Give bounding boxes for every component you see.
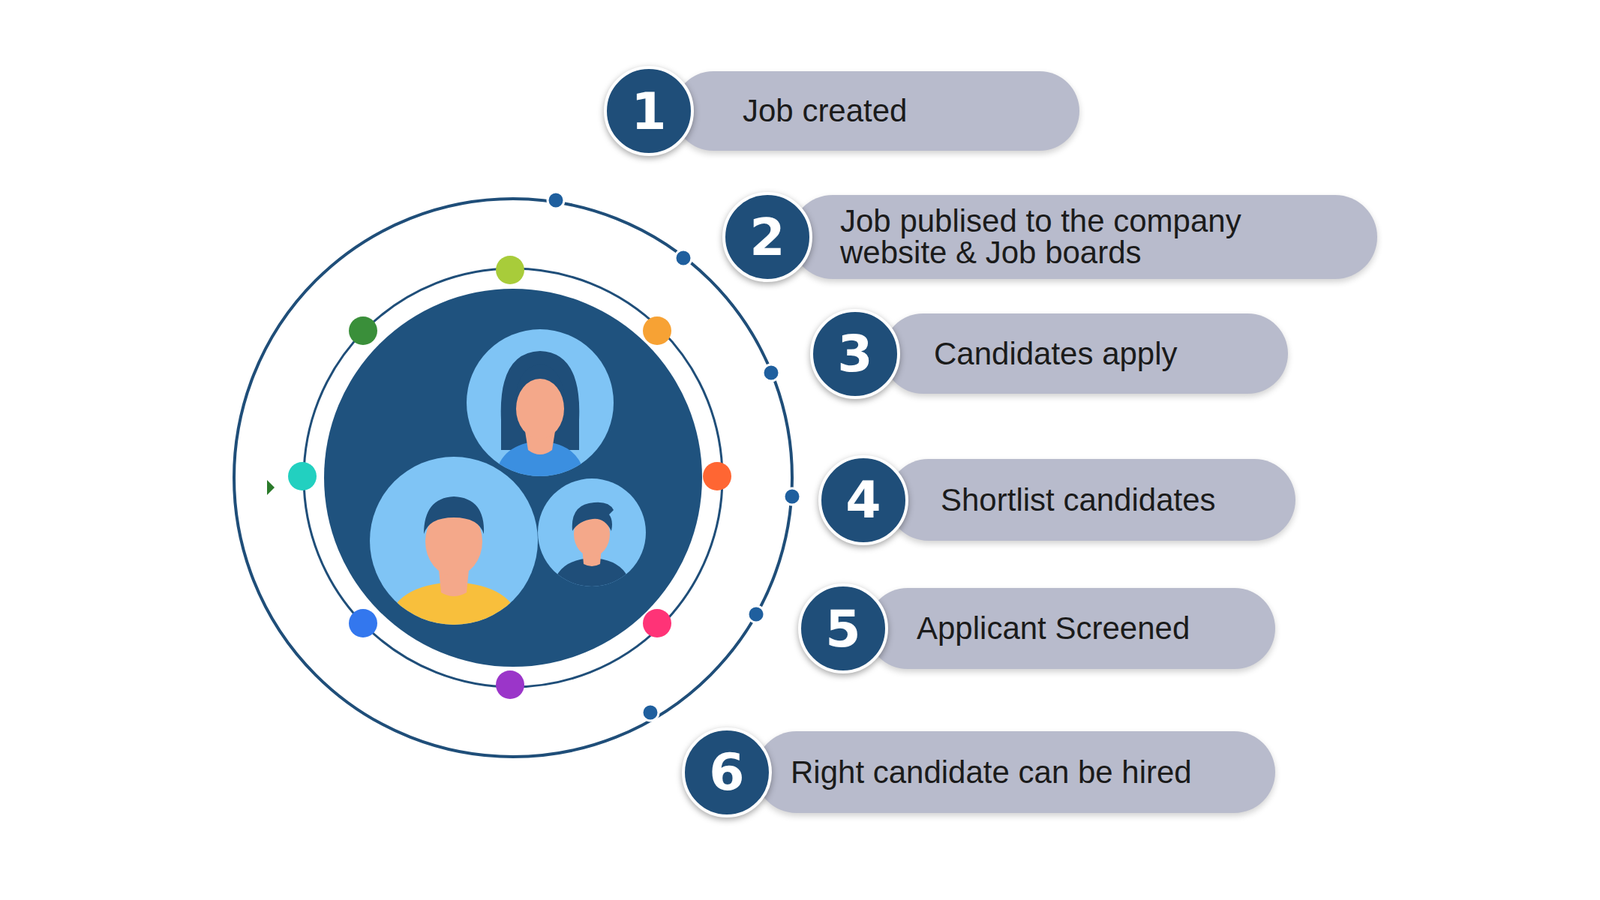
step-pill: 1Job created [673, 71, 1080, 151]
step-label: Candidates apply [933, 338, 1178, 370]
step-pill: 6Right candidate can be hired [755, 731, 1276, 814]
step-number: 2 [722, 192, 813, 283]
boy-avatar [537, 478, 646, 593]
step-label: Job publised to the company website & Jo… [840, 205, 1336, 269]
step-label: Applicant Screened [916, 612, 1190, 645]
step-number: 3 [810, 309, 901, 400]
step-pill: 3Candidates apply [882, 313, 1288, 394]
inner-ring [303, 268, 723, 688]
center-disk [324, 288, 703, 667]
colored-dots [288, 255, 732, 700]
step-number: 1 [603, 66, 694, 157]
woman-avatar [466, 329, 614, 481]
step-pill: 5Applicant Screened [867, 588, 1276, 670]
step-number: 4 [818, 455, 909, 546]
small-marker [267, 480, 275, 496]
step-number: 5 [798, 583, 889, 674]
step-pill: 2Job publised to the company website & J… [790, 195, 1378, 280]
man-avatar [369, 456, 538, 631]
step-label: Job created [742, 95, 907, 127]
step-label: Shortlist candidates [940, 484, 1216, 517]
step-label: Right candidate can be hired [790, 756, 1192, 789]
step-number: 6 [681, 727, 772, 818]
outer-ring [234, 198, 793, 757]
step-pill: 4Shortlist candidates [887, 459, 1296, 541]
